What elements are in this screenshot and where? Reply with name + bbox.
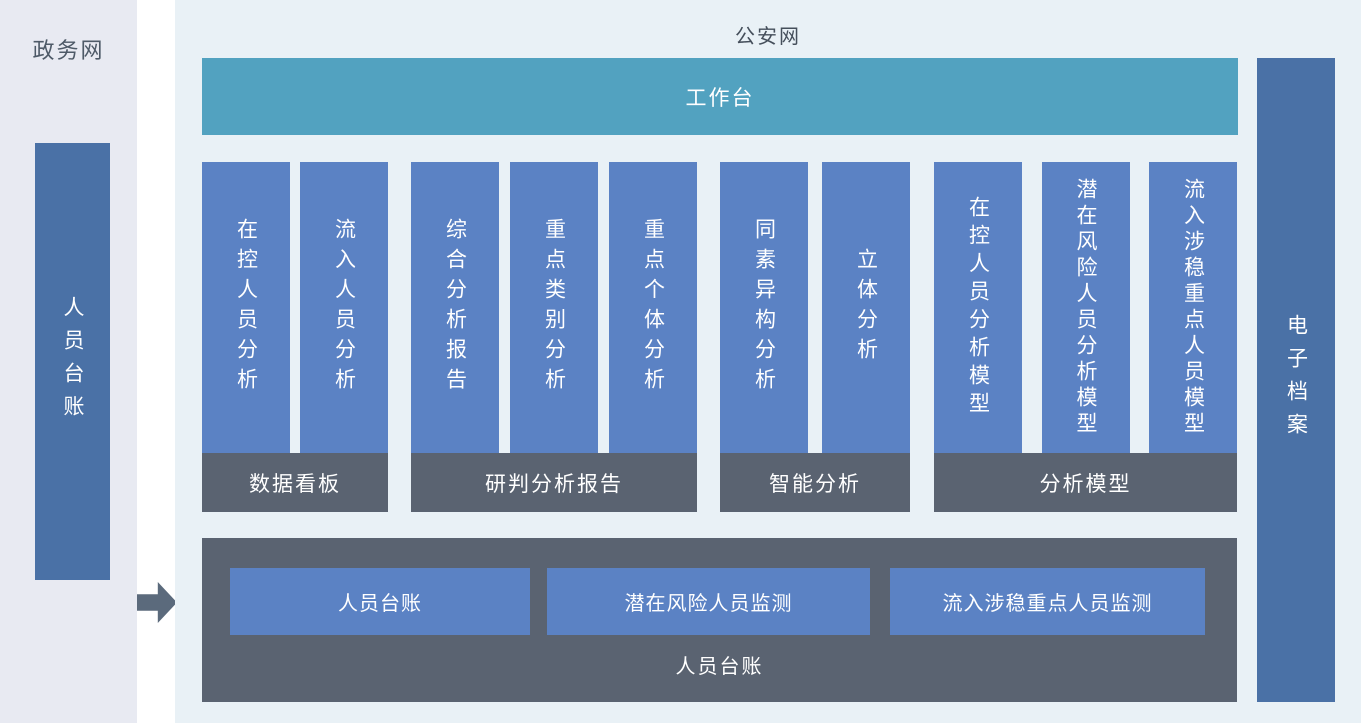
- personnel-ledger-panel: 人员台账 潜在风险人员监测 流入涉稳重点人员监测 人员台账: [202, 538, 1237, 702]
- pillar-controlled-person-analysis: 在控人员分析: [202, 162, 290, 453]
- module-groups: 在控人员分析 流入人员分析 数据看板 综合分析报告 重点类别分析: [202, 162, 1237, 512]
- group-columns: 在控人员分析 流入人员分析: [202, 162, 388, 453]
- group-analysis-report: 综合分析报告 重点类别分析 重点个体分析 研判分析报告: [411, 162, 697, 512]
- inflow-key-person-monitor-box: 流入涉稳重点人员监测: [890, 568, 1205, 635]
- group-analysis-models: 在控人员分析模型 潜在风险人员分析模型 流入涉稳重点人员模型 分析模型: [934, 162, 1237, 512]
- personnel-ledger-box: 人员台账: [230, 568, 530, 635]
- pillar-label: 在控人员分析模型: [966, 195, 991, 420]
- potential-risk-monitor-box: 潜在风险人员监测: [547, 568, 870, 635]
- pillar-controlled-person-model: 在控人员分析模型: [934, 162, 1022, 453]
- group-label-analysis-report: 研判分析报告: [411, 453, 697, 512]
- gov-network-title: 政务网: [32, 39, 105, 64]
- pillar-key-individual-analysis: 重点个体分析: [609, 162, 697, 453]
- pillar-label: 流入涉稳重点人员模型: [1181, 177, 1206, 438]
- pillar-label: 在控人员分析: [234, 217, 259, 398]
- pillar-inflow-person-analysis: 流入人员分析: [300, 162, 388, 453]
- police-network-title: 公安网: [735, 24, 801, 48]
- pillar-label: 潜在风险人员分析模型: [1074, 177, 1098, 438]
- group-smart-analysis: 同素异构分析 立体分析 智能分析: [720, 162, 910, 512]
- electronic-archive-bar: 电子档案: [1257, 58, 1335, 702]
- pillar-label: 重点类别分析: [542, 217, 567, 398]
- pillar-isomer-analysis: 同素异构分析: [720, 162, 808, 453]
- police-network-panel: 公安网 工作台 在控人员分析 流入人员分析 数据看板 综合分析报告: [175, 0, 1361, 723]
- pillar-stereo-analysis: 立体分析: [822, 162, 910, 453]
- ledger-module-row: 人员台账 潜在风险人员监测 流入涉稳重点人员监测: [202, 568, 1237, 635]
- pillar-label: 流入人员分析: [332, 217, 357, 398]
- group-columns: 综合分析报告 重点类别分析 重点个体分析: [411, 162, 697, 453]
- group-columns: 在控人员分析模型 潜在风险人员分析模型 流入涉稳重点人员模型: [934, 162, 1237, 453]
- group-label-smart-analysis: 智能分析: [720, 453, 910, 512]
- pillar-label: 同素异构分析: [752, 217, 777, 398]
- personnel-ledger-bar: 人员台账: [35, 143, 110, 580]
- pillar-inflow-key-person-model: 流入涉稳重点人员模型: [1149, 162, 1237, 453]
- pillar-label: 综合分析报告: [443, 217, 468, 398]
- gov-network-panel: 政务网 人员台账: [0, 0, 137, 723]
- pillar-label: 重点个体分析: [641, 217, 666, 398]
- pillar-label: 立体分析: [854, 247, 879, 368]
- personnel-ledger-bar-label: 人员台账: [61, 295, 85, 428]
- pillar-potential-risk-model: 潜在风险人员分析模型: [1041, 162, 1130, 453]
- personnel-ledger-panel-label: 人员台账: [675, 654, 764, 678]
- workbench-bar: 工作台: [202, 58, 1238, 135]
- electronic-archive-label: 电子档案: [1284, 314, 1309, 446]
- flow-arrow-icon: [137, 582, 177, 623]
- group-data-dashboard: 在控人员分析 流入人员分析 数据看板: [202, 162, 388, 512]
- pillar-key-category-analysis: 重点类别分析: [510, 162, 598, 453]
- group-label-analysis-models: 分析模型: [934, 453, 1237, 512]
- group-columns: 同素异构分析 立体分析: [720, 162, 910, 453]
- pillar-comprehensive-analysis-report: 综合分析报告: [411, 162, 499, 453]
- group-label-data-dashboard: 数据看板: [202, 453, 388, 512]
